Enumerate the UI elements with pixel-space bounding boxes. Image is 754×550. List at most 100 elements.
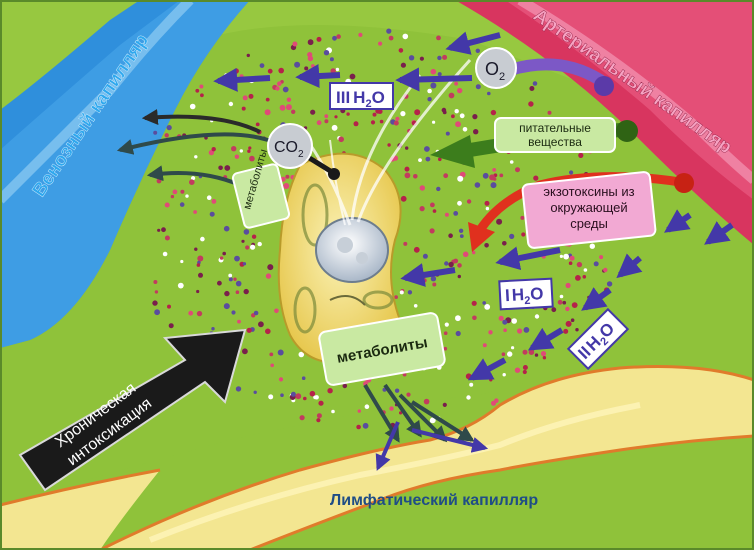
molecule-dot [487,91,491,96]
molecule-dot [425,156,431,162]
molecule-dot [264,109,271,116]
molecule-dot [465,373,472,380]
molecule-dot [285,104,292,111]
molecule-dot [223,303,230,310]
molecule-dot [523,327,530,333]
molecule-dot [395,116,400,121]
molecule-dot [565,320,572,327]
molecule-dot [247,149,251,153]
molecule-dot [295,393,302,400]
molecule-dot [540,351,547,357]
molecule-dot [492,168,497,172]
molecule-dot [316,36,322,42]
co2-molecule [267,123,340,180]
molecule-dot [194,155,198,159]
molecule-dot [170,194,175,199]
molecule-dot [515,167,520,173]
molecule-dot [490,109,497,116]
molecule-dot [458,228,464,233]
molecule-dot [419,206,425,212]
molecule-dot [198,272,203,278]
molecule-dot [280,393,284,398]
molecule-dot [233,68,239,74]
molecule-dot [606,281,613,287]
molecule-dot [349,73,356,80]
molecule-dot [509,160,514,164]
molecule-dot [482,172,489,179]
molecule-dot [290,391,296,397]
exotoxins-label-3: среды [570,216,608,231]
molecule-dot [279,104,286,111]
molecule-dot [471,300,477,306]
molecule-dot [432,282,437,287]
molecule-dot [520,215,525,220]
molecule-dot [484,200,490,206]
molecule-dot [398,48,404,53]
molecule-dot [156,178,162,184]
molecule-dot [154,309,161,316]
molecule-dot [324,119,329,124]
molecule-dot [161,227,166,233]
molecule-dot [185,194,189,198]
molecule-dot [462,127,468,132]
molecule-dot [200,93,204,98]
molecule-dot [455,121,461,128]
metabolite-flow-arrows [363,383,489,471]
molecule-dot [499,173,504,178]
molecule-dot [387,143,391,147]
molecule-dot [547,110,552,115]
molecule-dot [241,239,245,243]
molecule-dot [419,185,425,191]
molecule-dot [498,315,504,321]
chronic-intoxication-arrow [18,328,247,492]
molecule-dot [575,328,579,332]
molecule-dot [444,322,449,327]
molecule-dot [507,351,513,357]
molecule-dot [441,107,447,113]
molecule-dot [569,170,574,175]
molecule-dot [453,258,459,264]
molecule-dot [280,176,286,182]
molecule-dot [459,113,465,119]
molecule-dot [153,130,158,135]
molecule-dot [222,251,226,256]
molecule-dot [335,67,340,72]
molecule-dot [399,290,404,295]
molecule-dot [239,149,243,153]
nutrients-label-1: питательные [519,121,591,135]
molecule-dot [522,365,528,370]
molecule-dot [342,383,348,389]
molecule-dot [268,394,274,400]
molecule-dot [532,81,538,86]
molecule-dot [199,84,204,89]
molecule-dot [242,262,247,266]
molecule-dot [304,66,309,71]
molecule-dot [357,409,361,413]
molecule-dot [311,64,315,68]
molecule-dot [484,243,489,248]
molecule-dot [427,97,432,102]
molecule-dot [246,327,252,333]
molecule-dot [242,95,248,101]
molecule-dot [164,202,170,208]
molecule-dot [265,273,272,279]
molecule-dot [211,199,217,204]
molecule-dot [231,310,236,315]
molecule-dot [180,259,184,264]
molecule-dot [166,125,172,131]
molecule-dot [436,35,441,41]
molecule-dot [243,288,249,295]
water-i-label: IH2O [505,284,544,308]
molecule-dot [277,349,284,356]
molecule-dot [223,225,230,232]
molecule-dot [241,106,246,111]
molecule-dot [422,253,428,259]
molecule-dot [334,115,338,119]
molecule-dot [442,54,448,60]
molecule-dot [362,422,369,429]
molecule-dot [299,415,305,421]
molecule-dot [432,209,437,213]
molecule-dot [407,290,413,295]
molecule-dot [358,32,363,38]
